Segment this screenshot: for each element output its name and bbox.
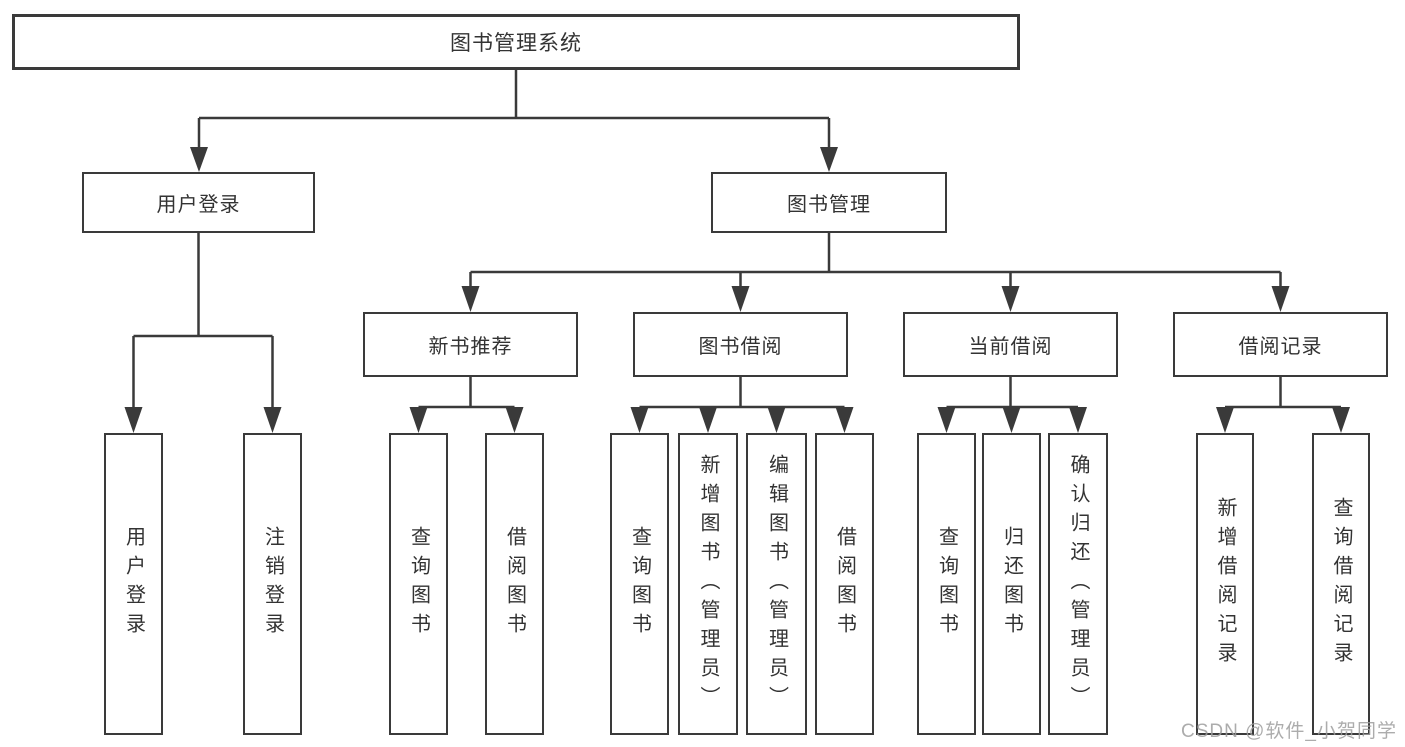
connector-book-borrow (630, 377, 854, 433)
node-borrow-records-label: 借阅记录 (1238, 336, 1323, 358)
node-new-book-rec-label: 新书推荐 (428, 336, 513, 358)
leaf-add-book-admin: 新增图书（管理员） (678, 433, 738, 735)
leaf-logout: 注销登录 (243, 433, 302, 735)
connector-borrow-records (1216, 377, 1350, 433)
leaf-query-borrow-record-label: 查询借阅记录 (1330, 497, 1352, 671)
leaf-user-login-action-label: 用户登录 (122, 526, 145, 642)
leaf-borrow-books-borrow: 借阅图书 (815, 433, 874, 735)
connector-book-management (461, 233, 1290, 312)
node-book-management: 图书管理 (711, 172, 947, 233)
connector-current-borrow (937, 377, 1087, 433)
connector-new-book-rec (409, 377, 524, 433)
leaf-query-books-rec: 查询图书 (389, 433, 448, 735)
node-current-borrow-label: 当前借阅 (968, 336, 1053, 358)
leaf-borrow-books-borrow-label: 借阅图书 (833, 526, 856, 642)
leaf-borrow-books-rec-label: 借阅图书 (503, 526, 526, 642)
leaf-query-books-rec-label: 查询图书 (407, 526, 430, 642)
leaf-confirm-return-admin-label: 确认归还（管理员） (1067, 453, 1089, 715)
leaf-edit-book-admin: 编辑图书（管理员） (746, 433, 807, 735)
leaf-query-books-borrow: 查询图书 (610, 433, 669, 735)
node-current-borrow: 当前借阅 (903, 312, 1118, 377)
node-book-borrow-label: 图书借阅 (698, 336, 783, 358)
leaf-query-books-borrow-label: 查询图书 (628, 526, 651, 642)
leaf-confirm-return-admin: 确认归还（管理员） (1048, 433, 1108, 735)
node-book-borrow: 图书借阅 (633, 312, 848, 377)
leaf-query-borrow-record: 查询借阅记录 (1312, 433, 1370, 735)
connector-root (190, 70, 838, 172)
leaf-logout-label: 注销登录 (261, 526, 284, 642)
leaf-borrow-books-rec: 借阅图书 (485, 433, 544, 735)
watermark: CSDN @软件_小贺同学 (1181, 721, 1397, 742)
leaf-add-borrow-record: 新增借阅记录 (1196, 433, 1254, 735)
leaf-add-borrow-record-label: 新增借阅记录 (1214, 497, 1236, 671)
leaf-add-book-admin-label: 新增图书（管理员） (697, 453, 719, 715)
node-root: 图书管理系统 (12, 14, 1020, 70)
leaf-return-book: 归还图书 (982, 433, 1041, 735)
node-new-book-rec: 新书推荐 (363, 312, 578, 377)
connector-user-login (124, 233, 282, 433)
leaf-query-books-current-label: 查询图书 (935, 526, 958, 642)
node-root-label: 图书管理系统 (450, 32, 582, 55)
node-book-management-label: 图书管理 (787, 194, 871, 216)
leaf-user-login-action: 用户登录 (104, 433, 163, 735)
leaf-return-book-label: 归还图书 (1000, 526, 1023, 642)
node-user-login: 用户登录 (82, 172, 315, 233)
node-user-login-label: 用户登录 (156, 194, 241, 216)
leaf-query-books-current: 查询图书 (917, 433, 976, 735)
node-borrow-records: 借阅记录 (1173, 312, 1388, 377)
leaf-edit-book-admin-label: 编辑图书（管理员） (765, 453, 788, 715)
